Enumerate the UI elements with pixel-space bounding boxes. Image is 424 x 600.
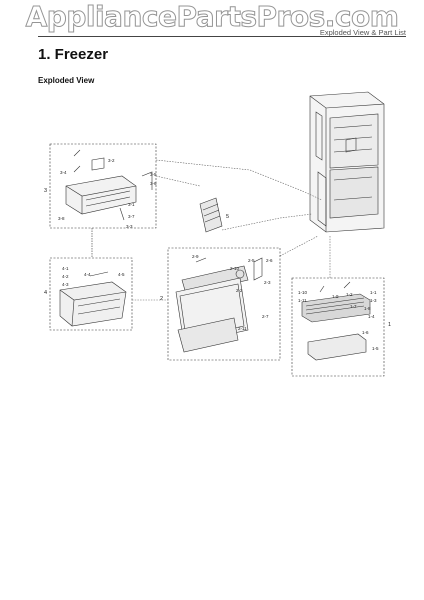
callout-1-4: 1-4 [368, 314, 375, 319]
callout-3-6: 3-6 [150, 181, 157, 186]
callout-1: 1 [388, 322, 391, 328]
callout-1-9: 1-9 [332, 294, 339, 299]
filter-part [199, 197, 223, 233]
door-group-box [167, 247, 281, 361]
callout-4-4: 4-4 [84, 272, 91, 277]
callout-1-2: 1-2 [346, 292, 353, 297]
watermark-logo: AppliancePartsPros.com [25, 0, 399, 33]
callout-4-1: 4-1 [62, 266, 69, 271]
document-header: Exploded View & Part List [319, 28, 406, 37]
callout-2-11: 2-11 [238, 326, 247, 331]
callout-2-7: 2-7 [262, 314, 269, 319]
callout-3-2: 3-2 [108, 158, 115, 163]
callout-2-3: 2-3 [264, 280, 271, 285]
callout-1-1: 1-1 [370, 290, 377, 295]
rail-group-box [291, 277, 385, 377]
callout-3-5: 3-5 [150, 172, 157, 177]
callout-3-1: 3-1 [128, 202, 135, 207]
callout-1-3: 1-3 [370, 298, 377, 303]
callout-3-4: 3-4 [60, 170, 67, 175]
callout-4-3: 4-3 [62, 282, 69, 287]
callout-4: 4 [44, 290, 47, 296]
callout-2-2: 2-2 [236, 288, 243, 293]
upper-basket [65, 149, 153, 221]
callout-2-5: 2-5 [248, 258, 255, 263]
callout-4-2: 4-2 [62, 274, 69, 279]
callout-1-7: 1-7 [350, 304, 357, 309]
callout-3-8: 3-8 [58, 216, 65, 221]
lower-basket [59, 271, 127, 327]
callout-3-3: 3-3 [126, 224, 133, 229]
basket-group-box [49, 143, 157, 229]
rail-assembly [301, 281, 371, 361]
callout-2-9: 2-9 [192, 254, 199, 259]
callout-1-6: 1-6 [362, 330, 369, 335]
section-title: 1. Freezer [38, 46, 109, 63]
header-rule [38, 36, 406, 37]
callout-2: 2 [160, 296, 163, 302]
door-assembly [175, 257, 263, 353]
callout-2-10: 2-10 [230, 266, 240, 271]
callout-1-11: 1-11 [298, 298, 307, 303]
callout-1-10: 1-10 [298, 290, 308, 295]
callout-1-5: 1-5 [372, 346, 379, 351]
callout-2-6: 2-6 [266, 258, 273, 263]
callout-3: 3 [44, 188, 47, 194]
subtitle: Exploded View [38, 76, 95, 85]
callout-5: 5 [226, 214, 229, 220]
callout-3-7: 3-7 [128, 214, 135, 219]
callout-4-5: 4-5 [118, 272, 125, 277]
callout-1-8: 1-8 [364, 306, 371, 311]
refrigerator-cabinet [309, 91, 385, 233]
